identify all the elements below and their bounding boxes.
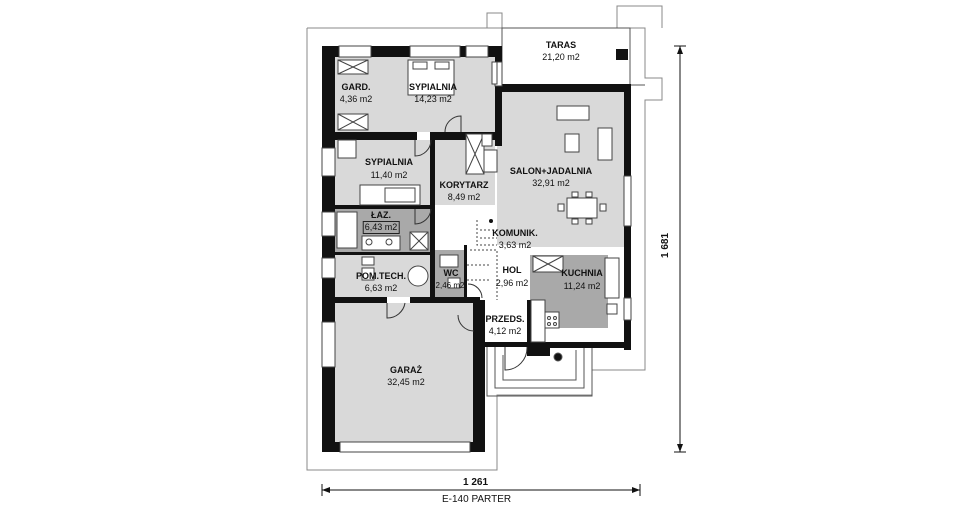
room-name: PRZEDS. <box>485 314 525 324</box>
room-area: 6,43 m2 <box>362 221 400 234</box>
room-name: GARD. <box>341 82 371 92</box>
room-area: 2,46 m2 <box>435 281 465 290</box>
room-name: KORYTARZ <box>439 180 489 190</box>
room-area: 3,63 m2 <box>498 240 532 250</box>
room-area: 11,40 m2 <box>370 170 408 180</box>
doors <box>386 115 528 371</box>
room-area: 11,24 m2 <box>563 281 601 291</box>
room-name: WC <box>443 268 459 278</box>
dimension-lines <box>321 45 686 496</box>
depth-dimension: 1 681 <box>660 232 671 258</box>
entrance-steps <box>486 347 593 397</box>
room-name: ŁAZ. <box>371 210 391 220</box>
room-area: 32,91 m2 <box>532 178 570 188</box>
room-area: 2,96 m2 <box>495 278 529 288</box>
room-name: KOMUNIK. <box>492 228 538 238</box>
width-dimension: 1 261 <box>463 477 489 488</box>
room-area: 4,36 m2 <box>339 94 373 104</box>
room-name: POM.TECH. <box>355 271 407 281</box>
room-area: 4,12 m2 <box>488 326 522 336</box>
room-name: TARAS <box>545 40 577 50</box>
furniture <box>336 59 620 343</box>
room-name: SALON+JADALNIA <box>509 166 593 176</box>
room-name: KUCHNIA <box>561 268 603 278</box>
plot-outline <box>306 5 663 471</box>
stair-start-marker <box>489 219 493 223</box>
room-area: 6,63 m2 <box>364 283 398 293</box>
room-name: SYPIALNIA <box>408 82 458 92</box>
terrace <box>501 27 645 86</box>
room-area: 21,20 m2 <box>542 52 580 62</box>
room-area: 8,49 m2 <box>447 192 481 202</box>
room-name: HOL <box>502 265 522 275</box>
room-area: 32,45 m2 <box>387 377 425 387</box>
room-area: 14,23 m2 <box>414 94 452 104</box>
plan-title: E-140 PARTER <box>442 494 512 505</box>
room-name: SYPIALNIA <box>364 157 414 167</box>
windows <box>321 45 632 453</box>
stairs <box>467 220 498 300</box>
room-name: GARAŻ <box>390 365 422 375</box>
